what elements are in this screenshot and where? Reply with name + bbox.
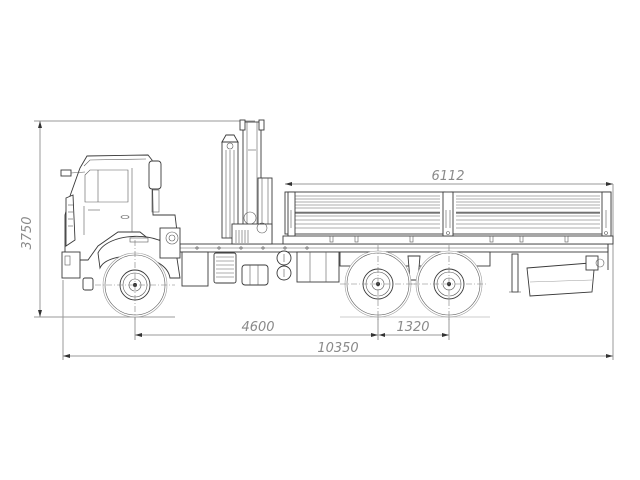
dimension-overall-length: 10350 <box>62 184 614 360</box>
fuel-tank <box>296 251 340 283</box>
wheelbase-label: 4600 <box>241 320 274 335</box>
overall-length-label: 10350 <box>317 341 358 356</box>
tandem-spacing-label: 1320 <box>396 320 429 335</box>
cargo-platform <box>282 191 614 245</box>
dimension-overall-height: 3750 <box>20 120 255 318</box>
front-axle-wheel <box>95 240 175 320</box>
dimension-platform-length: 6112 <box>285 169 613 186</box>
cab <box>60 154 181 291</box>
height-label: 3750 <box>20 216 35 249</box>
rear-tank <box>526 262 595 297</box>
platform-length-label: 6112 <box>431 169 464 184</box>
underbody <box>181 244 609 297</box>
dimension-wheelbase: 4600 1320 <box>134 290 450 340</box>
loader-crane <box>221 119 273 245</box>
